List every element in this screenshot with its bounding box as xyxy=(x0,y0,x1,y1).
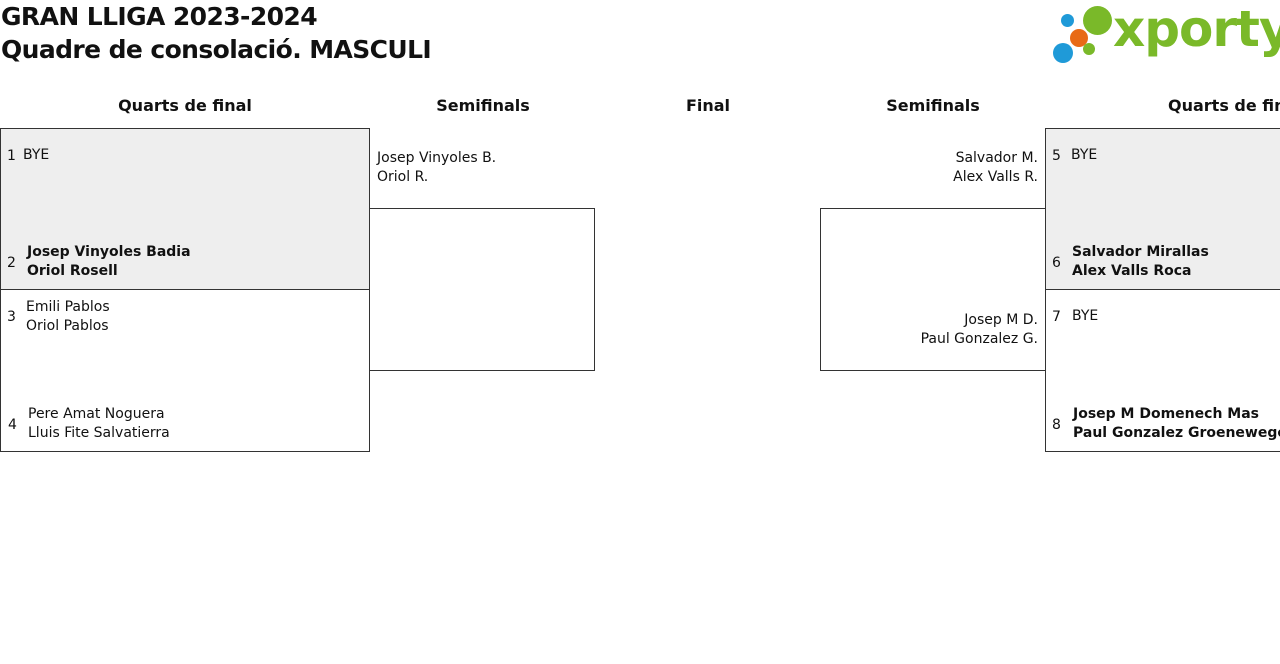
logo-dot-orange xyxy=(1070,29,1088,47)
round-header-final: Final xyxy=(685,96,731,115)
entry-seed-4[interactable]: Pere Amat Noguera Lluis Fite Salvatierra xyxy=(28,405,170,443)
left-semifinal-box[interactable] xyxy=(369,208,595,371)
page-title: GRAN LLIGA 2023-2024 xyxy=(1,2,318,31)
player-name: Josep M Domenech Mas xyxy=(1073,406,1259,422)
player-name: Josep Vinyoles Badia xyxy=(27,244,191,260)
right-qf-match-1[interactable] xyxy=(1045,128,1280,290)
seed-2: 2 xyxy=(7,255,16,271)
player-name: Alex Valls Roca xyxy=(1072,263,1192,279)
entry-seed-1[interactable]: BYE xyxy=(23,146,49,165)
player-name: Oriol R. xyxy=(377,169,429,185)
seed-3: 3 xyxy=(7,309,16,325)
logo-dot-blue xyxy=(1053,43,1073,63)
round-header-right-semifinals: Semifinals xyxy=(886,96,980,115)
page-subtitle: Quadre de consolació. MASCULI xyxy=(1,35,432,64)
player-name: Salvador M. xyxy=(955,150,1038,166)
right-semifinal-entry-bottom[interactable]: Josep M D. Paul Gonzalez G. xyxy=(838,311,1038,349)
round-header-left-semifinals: Semifinals xyxy=(436,96,530,115)
right-semifinal-box[interactable] xyxy=(820,208,1046,371)
entry-seed-3[interactable]: Emili Pablos Oriol Pablos xyxy=(26,298,110,336)
entry-seed-6[interactable]: Salvador Mirallas Alex Valls Roca xyxy=(1072,243,1209,281)
player-name: Josep M D. xyxy=(964,312,1038,328)
player-name: Emili Pablos xyxy=(26,299,110,315)
player-name: Oriol Pablos xyxy=(26,318,109,334)
round-header-right-quarterfinals: Quarts de final xyxy=(1168,96,1280,115)
logo-dot-small-green xyxy=(1083,43,1095,55)
right-qf-match-2[interactable] xyxy=(1045,289,1280,452)
player-name: Alex Valls R. xyxy=(953,169,1038,185)
seed-5: 5 xyxy=(1052,148,1061,164)
player-name: Pere Amat Noguera xyxy=(28,406,165,422)
player-name: BYE xyxy=(23,147,50,163)
seed-4: 4 xyxy=(8,417,17,433)
player-name: Josep Vinyoles B. xyxy=(377,150,497,166)
player-name: BYE xyxy=(1072,308,1099,324)
xporty-logo[interactable]: xporty xyxy=(1050,0,1280,67)
left-qf-match-1[interactable] xyxy=(0,128,370,290)
player-name: Paul Gonzalez G. xyxy=(920,331,1038,347)
seed-6: 6 xyxy=(1052,255,1061,271)
entry-seed-2[interactable]: Josep Vinyoles Badia Oriol Rosell xyxy=(27,243,191,281)
right-semifinal-entry-top[interactable]: Salvador M. Alex Valls R. xyxy=(838,149,1038,187)
player-name: Oriol Rosell xyxy=(27,263,118,279)
entry-seed-8[interactable]: Josep M Domenech Mas Paul Gonzalez Groen… xyxy=(1073,405,1280,443)
entry-seed-7[interactable]: BYE xyxy=(1072,307,1098,326)
player-name: Paul Gonzalez Groenewege xyxy=(1073,425,1280,441)
player-name: Lluis Fite Salvatierra xyxy=(28,425,170,441)
round-header-left-quarterfinals: Quarts de final xyxy=(118,96,252,115)
player-name: Salvador Mirallas xyxy=(1072,244,1209,260)
left-semifinal-entry[interactable]: Josep Vinyoles B. Oriol R. xyxy=(377,149,496,187)
logo-dot-green xyxy=(1083,6,1112,35)
seed-7: 7 xyxy=(1052,309,1061,325)
seed-1: 1 xyxy=(7,148,16,164)
logo-dot-small-blue xyxy=(1061,14,1074,27)
seed-8: 8 xyxy=(1052,417,1061,433)
player-name: BYE xyxy=(1071,147,1098,163)
logo-text: xporty xyxy=(1113,0,1280,58)
entry-seed-5[interactable]: BYE xyxy=(1071,146,1097,165)
